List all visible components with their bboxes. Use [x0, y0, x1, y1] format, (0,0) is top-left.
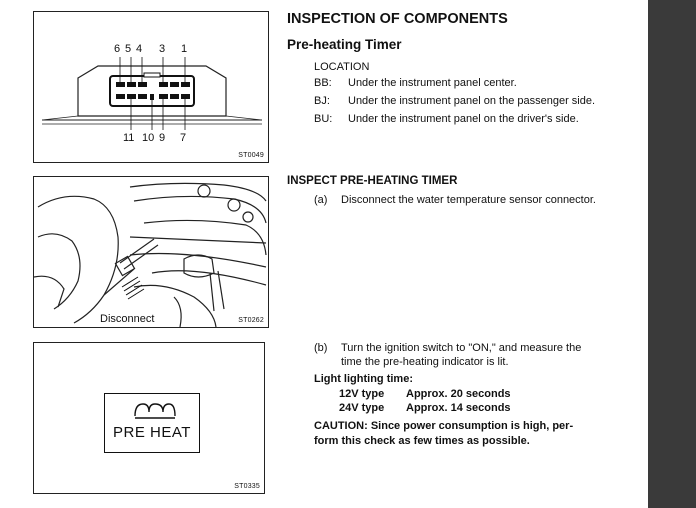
location-row: BJ: Under the instrument panel on the pas… — [314, 95, 595, 107]
pin-5-label: 5 — [125, 43, 132, 55]
light-value: Approx. 14 seconds — [406, 402, 511, 414]
indicator-figure: PRE HEAT ST0335 — [33, 342, 265, 494]
pin-6-label: 6 — [114, 43, 121, 55]
pre-heat-label: PRE HEAT — [113, 424, 191, 441]
light-value: Approx. 20 seconds — [406, 388, 511, 400]
section-subtitle: Pre-heating Timer — [287, 37, 402, 52]
pin-1-label: 1 — [181, 43, 188, 55]
light-heading: Light lighting time: — [314, 373, 413, 385]
step-b-line2: time the pre-heating indicator is lit. — [341, 356, 509, 368]
connector-figure: 6 5 4 3 1 11 10 9 7 ST0049 — [33, 11, 269, 163]
figure-code: ST0262 — [238, 317, 264, 324]
pre-heat-indicator: PRE HEAT — [104, 393, 200, 453]
location-code: BB: — [314, 77, 332, 89]
figure-code: ST0335 — [234, 483, 260, 490]
light-type: 24V type — [339, 402, 385, 414]
location-row: BB: Under the instrument panel center. — [314, 77, 517, 89]
location-code: BU: — [314, 113, 333, 125]
light-row: 24V type Approx. 14 seconds — [339, 402, 511, 414]
step-a: (a) Disconnect the water temperature sens… — [314, 194, 596, 206]
pin-10-label: 10 — [142, 132, 155, 144]
caution-line-2: form this check as few times as possible… — [314, 435, 530, 447]
location-code: BJ: — [314, 95, 330, 107]
page-title: INSPECTION OF COMPONENTS — [287, 11, 508, 27]
caution-line-1: CAUTION: Since power consumption is high… — [314, 420, 574, 432]
pin-11-label: 11 — [123, 132, 135, 144]
light-type: 12V type — [339, 388, 385, 400]
connector-drawing — [41, 57, 263, 130]
glow-plug-icon — [134, 403, 176, 419]
disconnect-label: Disconnect — [100, 313, 155, 325]
step-a-tag: (a) — [314, 194, 328, 206]
pin-3-label: 3 — [159, 43, 166, 55]
location-text: Under the instrument panel center. — [348, 77, 517, 89]
location-row: BU: Under the instrument panel on the dri… — [314, 113, 579, 125]
pin-4-label: 4 — [136, 43, 143, 55]
right-margin-bar — [648, 0, 696, 508]
step-b-tag: (b) — [314, 342, 328, 354]
figure-code: ST0049 — [238, 152, 264, 159]
step-b-line1: Turn the ignition switch to "ON," and me… — [341, 342, 582, 354]
location-text: Under the instrument panel on the driver… — [348, 113, 579, 125]
location-heading: LOCATION — [314, 61, 370, 73]
location-text: Under the instrument panel on the passen… — [348, 95, 596, 107]
pin-7-label: 7 — [180, 132, 187, 144]
inspect-heading: INSPECT PRE-HEATING TIMER — [287, 175, 458, 187]
step-a-text: Disconnect the water temperature sensor … — [341, 194, 596, 206]
light-row: 12V type Approx. 20 seconds — [339, 388, 511, 400]
engine-figure: Disconnect ST0262 — [33, 176, 269, 328]
engine-drawing — [34, 182, 267, 328]
pin-9-label: 9 — [159, 132, 166, 144]
